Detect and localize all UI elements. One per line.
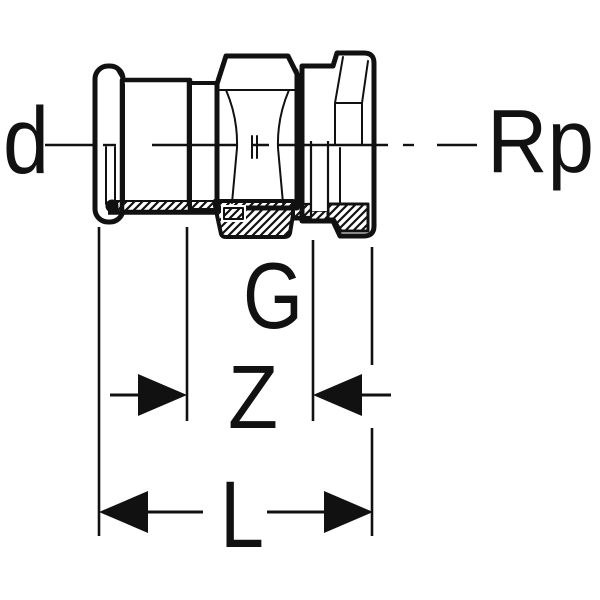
section-block-nut — [326, 202, 370, 233]
label-g: G — [243, 243, 303, 348]
transition-ring — [188, 81, 220, 212]
dimension-l — [99, 491, 373, 533]
extension-lines — [97, 227, 374, 536]
thread-gap-slot — [309, 141, 330, 211]
section-strip-spigot — [291, 202, 313, 219]
section-thread-detail — [223, 207, 244, 220]
press-indicator-dot — [105, 199, 119, 213]
internal-edges — [105, 56, 369, 207]
l-arrow-left — [99, 491, 148, 533]
l-arrow-right — [324, 491, 373, 533]
dimension-z — [110, 374, 391, 416]
label-l: L — [220, 462, 264, 568]
label-z: Z — [228, 348, 278, 448]
hex-body — [214, 53, 300, 211]
label-rp: Rp — [487, 92, 594, 192]
z-arrow-left — [138, 374, 187, 416]
z-arrow-right — [313, 374, 362, 416]
section-hatching — [105, 199, 370, 239]
label-d: d — [3, 88, 49, 194]
